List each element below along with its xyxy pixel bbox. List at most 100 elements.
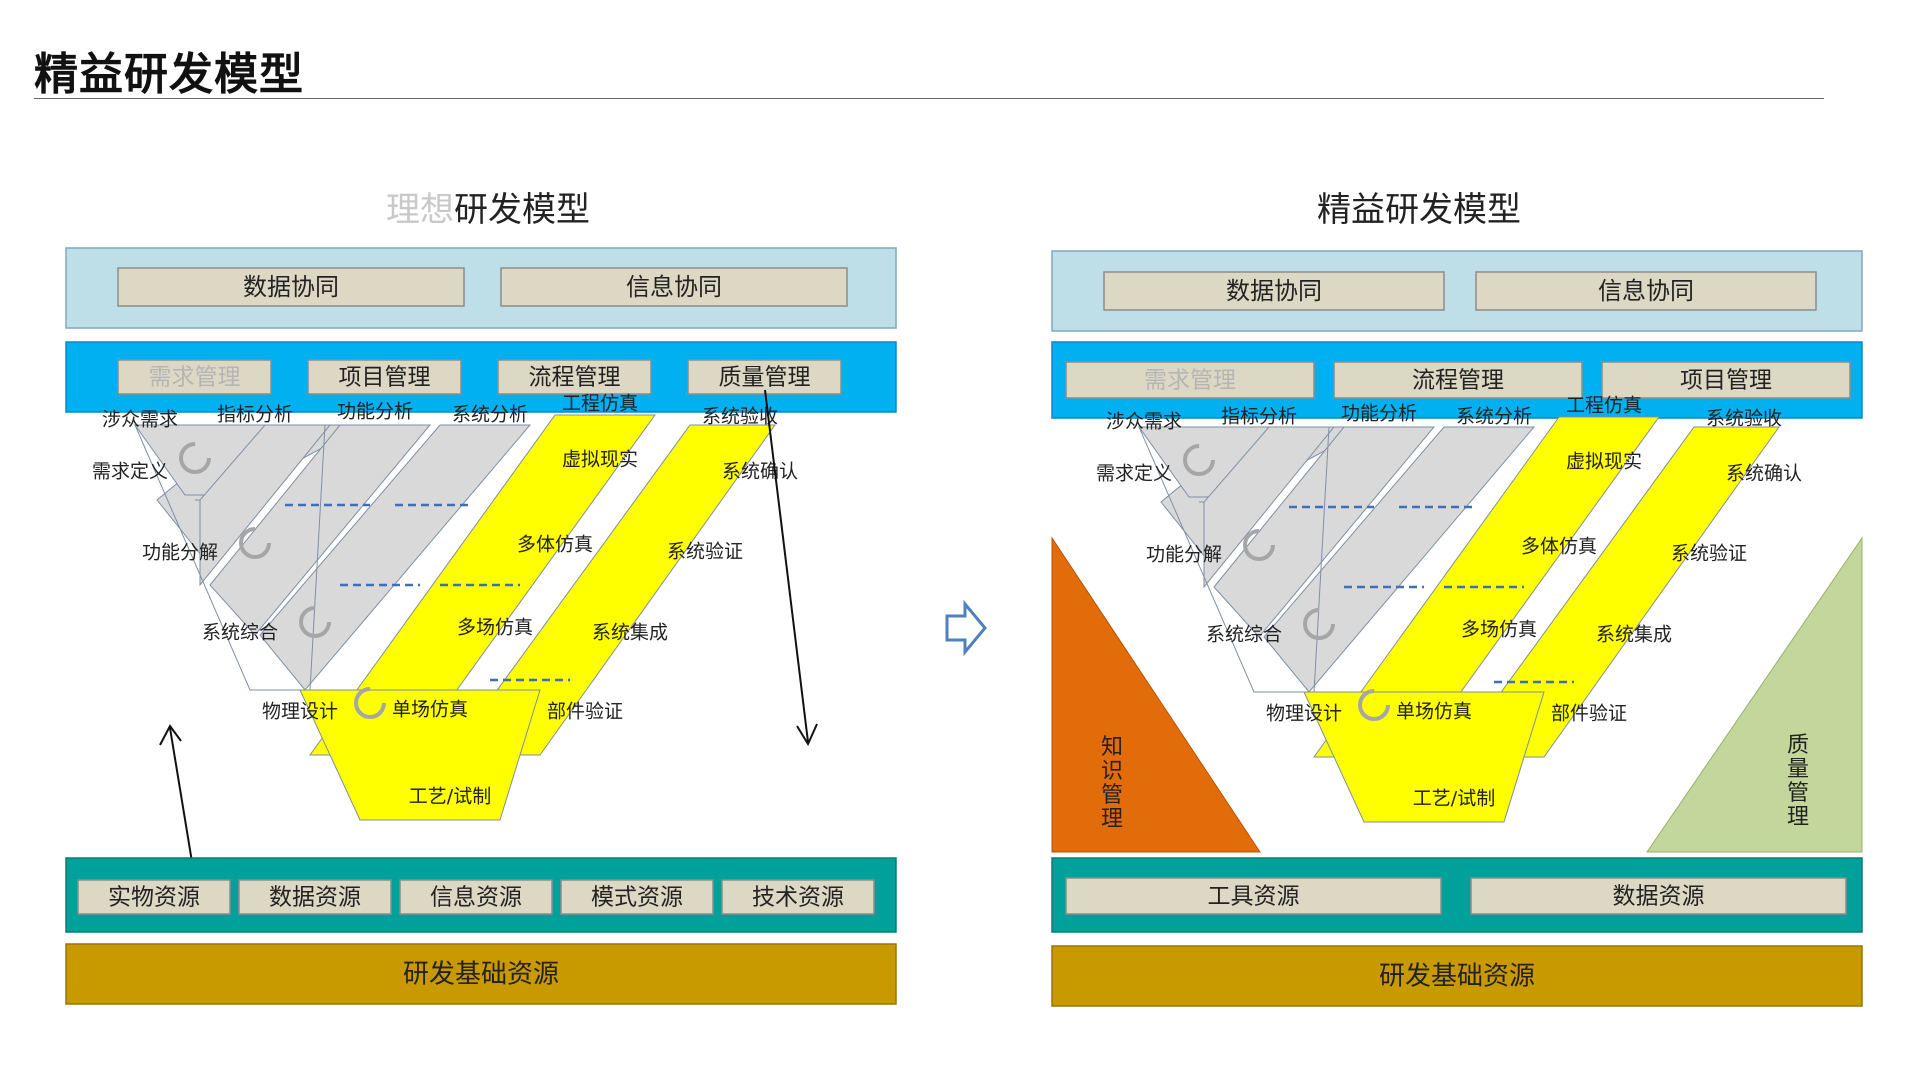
ideal-v-top-0: 涉众需求	[102, 409, 178, 431]
lean-resource-1-box	[1470, 877, 1847, 915]
lean-mgmt-1-box	[1333, 361, 1583, 399]
ideal-resource-2-box	[399, 879, 553, 915]
ideal-v-right-0: 系统确认	[722, 461, 798, 483]
lean-mgmt-2-label: 项目管理	[1680, 368, 1772, 394]
lean-collab-1-label: 信息协同	[1598, 277, 1694, 305]
ideal-cycle-icon-1	[179, 442, 211, 474]
ideal-v-sim-2: 多场仿真	[457, 617, 533, 639]
lean-v-left-2: 系统综合	[1206, 624, 1282, 646]
lean-knowledge-char-2: 管	[1101, 783, 1123, 808]
ideal-v-top-2: 功能分析	[337, 401, 413, 423]
ideal-v-left-1: 功能分解	[142, 542, 218, 564]
lean-collab-0-label: 数据协同	[1226, 277, 1322, 305]
ideal-v-left-3: 物理设计	[262, 701, 338, 723]
ideal-cycle-icon-3	[299, 606, 331, 638]
lean-v-gray-b2	[1213, 426, 1436, 638]
right-arrow-icon	[945, 600, 987, 656]
lean-base-band	[1051, 945, 1863, 1007]
lean-v-top-2: 功能分析	[1341, 403, 1417, 425]
ideal-resource-0-label: 实物资源	[108, 885, 200, 911]
lean-knowledge-char-3: 理	[1101, 807, 1123, 832]
lean-mgmt-2-box	[1601, 361, 1851, 399]
lean-quality-char-3: 理	[1787, 805, 1809, 830]
ideal-v-yellow-bottom	[299, 689, 541, 821]
lean-v-right-3: 部件验证	[1551, 703, 1627, 725]
ideal-resource-0-box	[77, 879, 231, 915]
ideal-up-arrow-head	[159, 724, 182, 746]
ideal-collab-0-box	[117, 267, 465, 307]
lean-model-title: 精益研发模型	[1317, 190, 1521, 230]
ideal-mgmt-2-label: 流程管理	[529, 365, 621, 391]
lean-quality-char-2: 管	[1787, 781, 1809, 806]
ideal-resource-3-box	[560, 879, 714, 915]
lean-v-left-1: 功能分解	[1146, 544, 1222, 566]
lean-quality-char-0: 质	[1787, 733, 1809, 758]
ideal-v-top-1: 指标分析	[217, 404, 293, 426]
ideal-mgmt-0-box	[117, 359, 272, 395]
ideal-v-yellow-right	[449, 424, 776, 756]
ideal-mgmt-0-label: 需求管理	[149, 365, 241, 391]
lean-v-top-4: 工程仿真	[1566, 395, 1642, 417]
lean-v-top-0: 涉众需求	[1106, 411, 1182, 433]
lean-v-left-0: 需求定义	[1096, 463, 1172, 485]
ideal-collab-1-box	[500, 267, 848, 307]
lean-v-top-3: 系统分析	[1456, 406, 1532, 428]
ideal-resource-1-label: 数据资源	[269, 885, 361, 911]
ideal-title-prefix: 理想	[386, 190, 454, 230]
ideal-base-label: 研发基础资源	[403, 960, 559, 990]
ideal-mgmt-2-box	[497, 359, 652, 395]
lean-mgmt-0-label: 需求管理	[1144, 368, 1236, 394]
ideal-v-sim-1: 多体仿真	[517, 534, 593, 556]
lean-knowledge-triangle	[1051, 536, 1261, 853]
lean-v-right-1: 系统验证	[1671, 543, 1747, 565]
lean-knowledge-char-1: 识	[1101, 759, 1123, 784]
lean-v-right-2: 系统集成	[1596, 624, 1672, 646]
ideal-v-right-3: 部件验证	[547, 701, 623, 723]
ideal-cycle-icon-2	[239, 527, 271, 559]
lean-resource-1-label: 数据资源	[1613, 884, 1705, 910]
ideal-v-top-4: 工程仿真	[562, 393, 638, 415]
lean-base-label: 研发基础资源	[1379, 962, 1535, 992]
ideal-base-band	[65, 943, 897, 1005]
ideal-resource-3-label: 模式资源	[591, 885, 683, 911]
ideal-v-left-0: 需求定义	[92, 461, 168, 483]
ideal-mgmt-1-label: 项目管理	[339, 365, 431, 391]
lean-cycle-icon-2	[1243, 529, 1275, 561]
ideal-resource-2-label: 信息资源	[430, 885, 522, 911]
ideal-v-left-2: 系统综合	[202, 622, 278, 644]
ideal-model-title: 理想研发模型	[386, 182, 590, 231]
lean-v-sim-2: 多场仿真	[1461, 619, 1537, 641]
ideal-up-arrow	[169, 727, 193, 863]
lean-resource-0-box	[1065, 877, 1442, 915]
ideal-v-right-1: 系统验证	[667, 541, 743, 563]
ideal-v-top-5: 系统验收	[702, 406, 778, 428]
ideal-title-rest: 研发模型	[454, 190, 590, 230]
lean-mgmt-0-box	[1065, 361, 1315, 399]
lean-cycle-icon-3	[1303, 608, 1335, 640]
ideal-mgmt-3-label: 质量管理	[719, 365, 811, 391]
title-divider	[34, 98, 1824, 99]
lean-v-yellow-bottom	[1303, 691, 1545, 823]
lean-v-left-3: 物理设计	[1266, 703, 1342, 725]
page-title: 精益研发模型	[34, 49, 304, 100]
ideal-v-top-3: 系统分析	[452, 404, 528, 426]
lean-v-bottom: 工艺/试制	[1413, 788, 1495, 810]
lean-v-right-0: 系统确认	[1726, 463, 1802, 485]
lean-mgmt-1-label: 流程管理	[1412, 368, 1504, 394]
lean-v-sim-1: 多体仿真	[1521, 536, 1597, 558]
ideal-collab-0-label: 数据协同	[243, 273, 339, 301]
ideal-v-sim-3: 单场仿真	[392, 699, 468, 721]
ideal-collab-1-label: 信息协同	[626, 273, 722, 301]
lean-v-sim-3: 单场仿真	[1396, 701, 1472, 723]
ideal-down-arrow-head	[796, 723, 818, 747]
ideal-v-right-2: 系统集成	[592, 622, 668, 644]
ideal-v-bottom: 工艺/试制	[409, 786, 491, 808]
ideal-mgmt-1-box	[307, 359, 462, 395]
lean-cycle-icon-1	[1183, 444, 1215, 476]
ideal-v-sim-0: 虚拟现实	[562, 449, 638, 471]
lean-v-top-5: 系统验收	[1706, 408, 1782, 430]
lean-resource-0-label: 工具资源	[1208, 884, 1300, 910]
lean-knowledge-char-0: 知	[1101, 735, 1123, 760]
ideal-resource-1-box	[238, 879, 392, 915]
